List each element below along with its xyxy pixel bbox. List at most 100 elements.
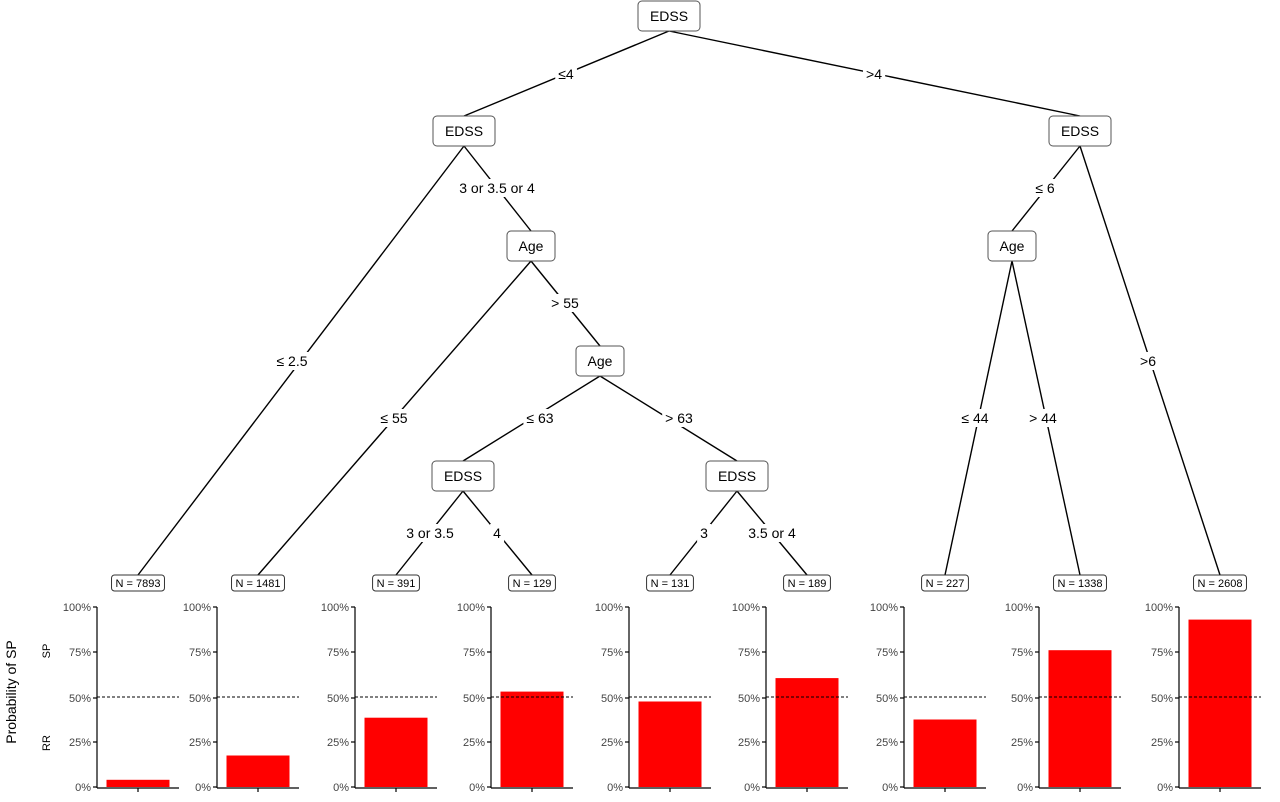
leaf-y-tick-label: 25% [601, 737, 623, 749]
leaf-y-tick-label: 100% [63, 602, 91, 614]
edge-label: ≤ 6 [1035, 180, 1055, 196]
edge-label-background [1026, 409, 1061, 427]
edge-label-group: 3 or 3.5 [403, 524, 457, 542]
leaf-y-tick-label: 100% [321, 602, 349, 614]
leaf-bar [500, 691, 564, 787]
split-node-label: Age [588, 353, 613, 369]
edge-label-group: > 55 [548, 294, 583, 312]
edge-labels: ≤4 >4 ≤ 2.5 3 or 3.5 or 4 ≤ 6 >6 ≤ 55 > 55 ≤ 63 >… [273, 65, 1160, 542]
split-node-label: EDSS [718, 468, 756, 484]
leaf-y-tick-label: 100% [1005, 602, 1033, 614]
leaf-y-tick-label: 50% [1151, 693, 1173, 705]
leaf-bar [364, 717, 428, 787]
split-node-box [575, 345, 625, 377]
edge-label-group: 3 or 3.5 or 4 [456, 179, 538, 197]
split-node-root: EDSS [637, 0, 701, 32]
y-axis-title: Probability of SP [3, 640, 19, 744]
leaf-y-tick-label: 0% [744, 782, 760, 794]
edge-label: ≤4 [558, 66, 574, 82]
leaf-y-tick-label: 50% [463, 693, 485, 705]
leaf-y-tick-label: 75% [327, 647, 349, 659]
split-node-label: EDSS [445, 123, 483, 139]
leaf-count-box [231, 574, 285, 592]
leaf-y-tick-label: 75% [876, 647, 898, 659]
rr-label: RR [41, 735, 53, 751]
leaf-y-tick-label: 100% [732, 602, 760, 614]
leaf-y-tick-label: 0% [607, 782, 623, 794]
edge-label: 3.5 or 4 [748, 525, 796, 541]
edge-label: > 44 [1029, 410, 1057, 426]
leaf-y-tick-label: 0% [882, 782, 898, 794]
leaf-y-tick-label: 25% [876, 737, 898, 749]
split-node-n3: EDSS [1048, 115, 1112, 147]
leaf-count-box [921, 574, 969, 592]
edge-label-group: > 44 [1026, 409, 1061, 427]
leaf-y-tick-label: 75% [1151, 647, 1173, 659]
edge-label-background [662, 409, 697, 427]
leaf-y-tick-label: 0% [469, 782, 485, 794]
leaf-y-tick-label: 25% [189, 737, 211, 749]
split-node-box [431, 460, 495, 492]
edge-label-background [273, 352, 311, 370]
edge-label: > 63 [665, 410, 693, 426]
leaf-y-tick-label: 75% [1011, 647, 1033, 659]
leaf-bar [106, 779, 170, 787]
leaf-y-tick-label: 25% [1151, 737, 1173, 749]
edge-label-background [1032, 179, 1058, 197]
edge-label: >6 [1140, 353, 1156, 369]
split-node-n7: EDSS [431, 460, 495, 492]
leaf-y-tick-label: 0% [195, 782, 211, 794]
edge-label: >4 [866, 66, 882, 82]
leaf-y-tick-label: 50% [1011, 693, 1033, 705]
leaf-count-label: N = 227 [926, 578, 965, 590]
split-node-label: EDSS [650, 8, 688, 24]
edge-label: 3 or 3.5 or 4 [459, 180, 535, 196]
leaf-count-label: N = 131 [651, 578, 690, 590]
leaf-count-label: N = 1481 [236, 578, 281, 590]
leaf-y-tick-label: 25% [1011, 737, 1033, 749]
leaf-y-tick-label: 0% [75, 782, 91, 794]
edge-label: ≤ 63 [526, 410, 553, 426]
edge-label-background [490, 524, 505, 542]
leaf-y-tick-label: 0% [333, 782, 349, 794]
split-node-n8: EDSS [705, 460, 769, 492]
leaf-bar [1048, 650, 1112, 787]
edge-label-background [697, 524, 712, 542]
split-node-label: EDSS [1061, 123, 1099, 139]
leaf-y-tick-label: 50% [601, 693, 623, 705]
sp-label: SP [41, 644, 53, 659]
edge-label-group: > 63 [662, 409, 697, 427]
edge-label: > 55 [551, 295, 579, 311]
edge-label-background [745, 524, 799, 542]
leaf-count-box [646, 574, 694, 592]
leaf-y-tick-label: 25% [738, 737, 760, 749]
edge-label-group: 4 [490, 524, 505, 542]
leaf-y-tick-label: 75% [601, 647, 623, 659]
edge-label-background [456, 179, 538, 197]
leaf-y-tick-label: 100% [595, 602, 623, 614]
edge-label-group: >6 [1137, 352, 1160, 370]
edge-label-group: ≤ 55 [377, 409, 411, 427]
edge-label-background [863, 65, 886, 83]
leaf-y-tick-label: 75% [738, 647, 760, 659]
leaf-y-tick-label: 100% [183, 602, 211, 614]
leaf-bar [913, 719, 977, 787]
edge-label: 4 [493, 525, 501, 541]
leaf-y-tick-label: 25% [463, 737, 485, 749]
edge-label: ≤ 2.5 [276, 353, 307, 369]
leaf-y-tick-label: 25% [69, 737, 91, 749]
split-node-label: Age [1000, 238, 1025, 254]
leaf-count-box [1053, 574, 1107, 592]
edge-label-group: 3 [697, 524, 712, 542]
leaf-y-tick-label: 75% [189, 647, 211, 659]
split-node-box [506, 230, 556, 262]
leaf-y-tick-label: 50% [327, 693, 349, 705]
edge-label: 3 or 3.5 [406, 525, 454, 541]
split-node-box [987, 230, 1037, 262]
leaf-bar [1188, 619, 1252, 787]
